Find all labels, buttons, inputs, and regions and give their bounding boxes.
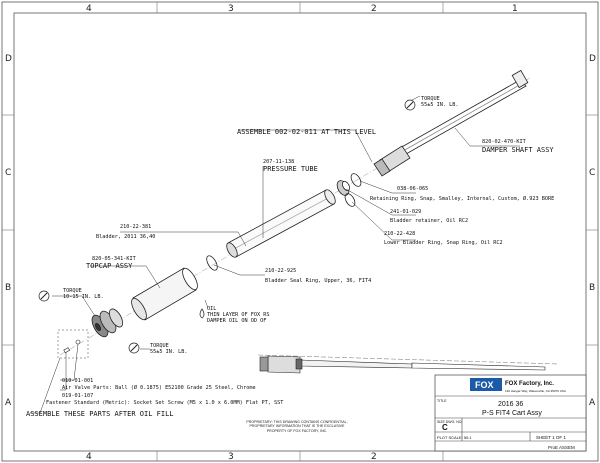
bladder-desc-label: Bladder, 2011 36,40	[96, 234, 155, 240]
sheet-number: SHEET 1 OF 1	[536, 435, 566, 440]
seal-ring-part	[206, 255, 218, 271]
retaining-ring-part	[350, 173, 362, 187]
torque-mid-label-1: TORQUE	[150, 343, 169, 349]
retaining-pn-label: 038-06-065	[397, 186, 428, 192]
torque-top-label-2: 55±5 IN. LB.	[421, 102, 458, 108]
proprietary-notice-box: PROPRIETARY: THIS DRAWING CONTAINS CONFI…	[246, 420, 348, 433]
row-label-d: D	[5, 54, 12, 64]
topcap-pn-label: 820-05-341-KIT	[92, 256, 136, 262]
row-label-b: B	[5, 283, 11, 293]
title-line-1: 2016 36	[498, 401, 523, 408]
lower-pn-label: 210-22-428	[384, 231, 415, 237]
assembled-view	[257, 354, 559, 374]
damper-shaft-part	[373, 69, 529, 177]
oil-label-1: OIL	[207, 306, 216, 312]
title-label: TITLE	[437, 399, 447, 403]
company-name: FOX Factory, Inc.	[505, 381, 554, 387]
torque-wrench-icon-top	[404, 99, 416, 111]
col-label-4-bottom: 4	[86, 452, 92, 462]
torque-wrench-icon-mid	[128, 342, 140, 354]
torque-left-label-2: 10-15 IN. LB.	[63, 294, 104, 300]
fox-logo-text: FOX	[475, 380, 494, 390]
row-label-d-right: D	[589, 54, 596, 64]
pressure-tube-part	[226, 189, 336, 258]
assemble-level-label: ASSEMBLE 002-02-011 AT THIS LEVEL	[237, 128, 376, 136]
bladder-ret-pn-label: 241-01-029	[390, 209, 421, 215]
row-label-b-right: B	[589, 283, 595, 293]
screw-desc-label: Fastener Standard (Metric): Socket Set S…	[46, 400, 283, 406]
row-label-a: A	[5, 398, 12, 408]
pressure-name-label: PRESSURE TUBE	[263, 165, 318, 173]
torque-wrench-icon-left	[38, 290, 50, 302]
torque-mid-label-2: 55±5 IN. LB.	[150, 349, 187, 355]
ball-pn-label: 010-01-001	[62, 378, 93, 384]
bladder-part	[131, 267, 198, 321]
bladder-pn-label: 210-22-381	[120, 224, 151, 230]
size-value: C	[442, 423, 448, 432]
oil-label-3: DAMPER OIL ON OD OF	[207, 318, 266, 324]
footer-text: ProE ASSEM	[548, 445, 575, 450]
row-label-c-right: C	[589, 168, 595, 178]
assemble-after-label: ASSEMBLE THESE PARTS AFTER OIL FILL	[26, 410, 174, 418]
row-label-c: C	[5, 168, 11, 178]
col-label-3: 3	[228, 4, 234, 14]
leader-lines	[30, 95, 520, 414]
pressure-pn-label: 207-11-138	[263, 159, 294, 165]
row-label-a-right: A	[589, 398, 596, 408]
col-label-2-bottom: 2	[371, 452, 377, 462]
col-label-1: 1	[512, 4, 518, 14]
damper-pn-label: 820-02-470-KIT	[482, 139, 526, 145]
plot-scale: PLOT SCALE: 50:1	[437, 435, 472, 440]
lower-desc-label: Lower Bladder Ring, Snap Ring, Oil RC2	[384, 240, 503, 246]
bladder-ret-desc-label: Bladder retainer, Oil RC2	[390, 218, 468, 224]
title-block: FOX FOX Factory, Inc. 130 Hangar Way, Wa…	[434, 374, 587, 452]
set-screw-part	[63, 347, 71, 354]
col-label-2: 2	[371, 4, 377, 14]
torque-top-label-1: TORQUE	[421, 96, 440, 102]
topcap-name-label: TOPCAP ASSY	[86, 262, 133, 270]
col-label-3-bottom: 3	[228, 452, 234, 462]
screw-pn-label: 019-01-107	[62, 393, 93, 399]
after-oil-fill-box	[57, 329, 89, 359]
retaining-desc-label: Retaining Ring, Snap, Smalley, Internal,…	[370, 195, 554, 202]
oil-label-2: THIN LAYER OF FOX RS	[207, 312, 269, 318]
proprietary-notice: PROPRIETARY: THIS DRAWING CONTAINS CONFI…	[246, 420, 348, 433]
lower-bladder-ring-part	[344, 193, 356, 207]
company-address: 130 Hangar Way, Watsonville, CA 95076 US…	[505, 389, 566, 393]
fox-logo	[470, 378, 502, 391]
size-label: SIZE DWG. NO.	[437, 420, 463, 424]
seal-pn-label: 210-22-925	[265, 268, 296, 274]
title-line-2: P-S FIT4 Cart Assy	[482, 410, 542, 417]
ball-desc-label: Air Valve Parts: Ball (Ø 0.1875) E52100 …	[62, 384, 256, 391]
bladder-retainer-part	[336, 180, 351, 196]
seal-desc-label: Bladder Seal Ring, Upper, 36, FIT4	[265, 278, 371, 284]
ball-part	[75, 339, 81, 345]
torque-left-label-1: TORQUE	[63, 288, 82, 294]
col-label-4: 4	[86, 4, 92, 14]
damper-name-label: DAMPER SHAFT ASSY	[482, 146, 554, 154]
topcap-part	[91, 308, 124, 338]
oil-drop-icon	[199, 308, 205, 319]
